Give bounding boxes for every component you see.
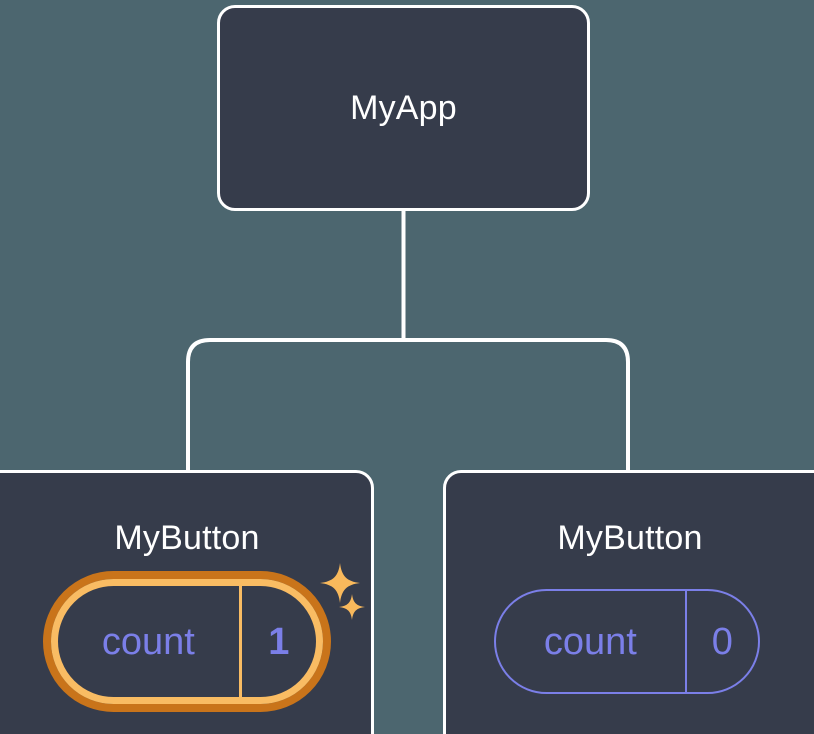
state-pill-outer-ring: count 1 [43, 571, 331, 712]
state-pill-inner-ring: count 1 [51, 579, 323, 704]
state-pill-border: count 0 [494, 589, 760, 694]
node-myapp-label: MyApp [350, 89, 457, 127]
connector-branch-bar [186, 338, 630, 472]
node-mybutton-label: MyButton [557, 519, 703, 557]
state-pill-highlighted[interactable]: count 1 [43, 571, 331, 712]
node-mybutton-label: MyButton [114, 519, 260, 557]
state-key-label: count [101, 620, 195, 663]
state-value-label: 1 [238, 586, 316, 697]
state-key-label: count [543, 620, 637, 663]
node-myapp[interactable]: MyApp [217, 5, 590, 211]
state-pill-plain[interactable]: count 0 [494, 589, 760, 694]
state-value-label: 0 [684, 591, 758, 692]
